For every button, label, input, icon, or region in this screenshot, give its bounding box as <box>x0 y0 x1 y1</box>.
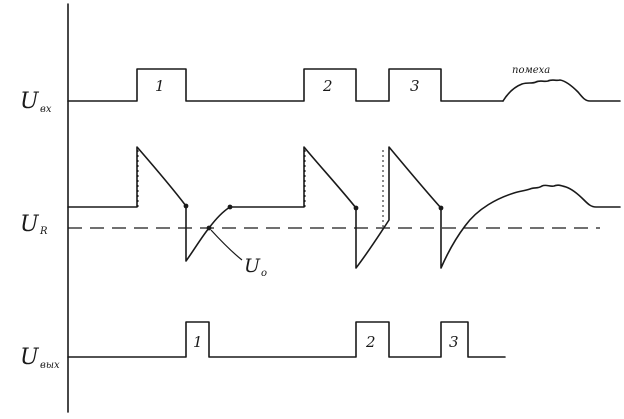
noise-label: помеха <box>512 65 550 76</box>
point-fall-2 <box>353 205 359 211</box>
u0-label: U <box>244 255 261 277</box>
resistor-voltage-trace <box>67 146 621 269</box>
input-pulse-1-label: 1 <box>155 77 165 95</box>
input-axis-label: U <box>20 89 40 114</box>
u0-pointer-line <box>210 229 243 261</box>
output-pulse-3-label: 3 <box>449 333 459 351</box>
input-pulse-3-label: 3 <box>410 77 420 95</box>
point-fall-3 <box>438 205 444 211</box>
point-threshold-u0 <box>206 225 212 231</box>
output-axis-label: U <box>20 345 40 370</box>
u0-subscript: o <box>261 268 267 279</box>
point-recovery-1 <box>227 204 233 210</box>
output-axis-subscript: вых <box>40 360 60 371</box>
input-noise-bump <box>502 79 621 102</box>
resistor-axis-label: U <box>20 212 40 237</box>
output-pulse-1-label: 1 <box>193 333 203 351</box>
output-signal-trace <box>67 321 506 358</box>
output-pulse-2-label: 2 <box>365 333 376 351</box>
input-axis-subscript: вх <box>40 104 52 115</box>
point-fall-1 <box>183 203 189 209</box>
input-pulse-2-label: 2 <box>322 77 333 95</box>
input-signal-trace <box>67 68 504 102</box>
resistor-axis-subscript: R <box>39 226 48 237</box>
